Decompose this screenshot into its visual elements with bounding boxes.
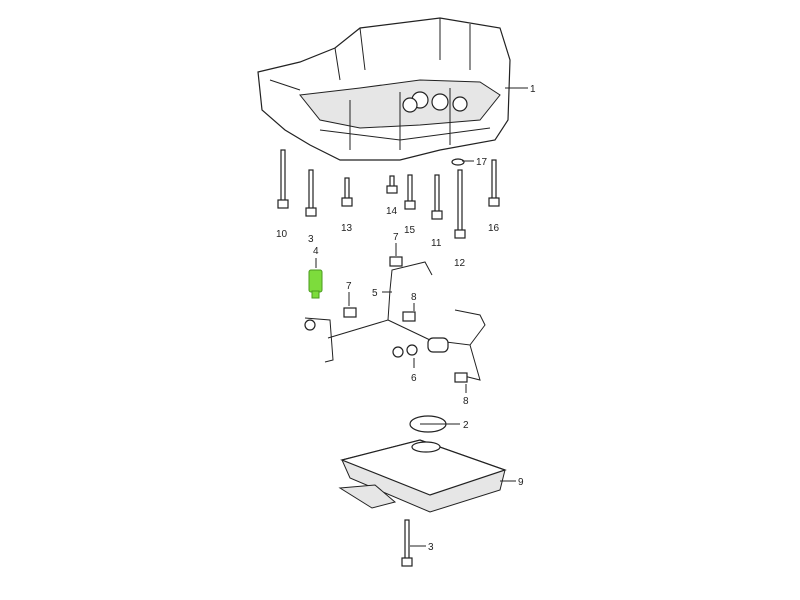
- callout-7-lower[interactable]: 7: [346, 281, 352, 292]
- bolt-3-lower[interactable]: [401, 519, 413, 567]
- callout-14[interactable]: 14: [386, 206, 398, 217]
- callout-5[interactable]: 5: [372, 288, 378, 299]
- callout-1[interactable]: 1: [530, 84, 536, 95]
- bolt-3[interactable]: [305, 169, 317, 217]
- callout-2[interactable]: 2: [463, 420, 469, 431]
- bolt-13[interactable]: [341, 177, 353, 207]
- bolt-11[interactable]: [431, 174, 443, 220]
- callout-7-upper[interactable]: 7: [393, 232, 399, 243]
- callout-16[interactable]: 16: [488, 223, 500, 234]
- callout-9[interactable]: 9: [518, 477, 524, 488]
- callout-8-upper[interactable]: 8: [411, 292, 417, 303]
- valve-body-part-1[interactable]: [257, 17, 511, 161]
- clip-7a[interactable]: [389, 256, 403, 267]
- callout-4[interactable]: 4: [313, 246, 319, 257]
- callout-12[interactable]: 12: [454, 258, 466, 269]
- callout-10[interactable]: 10: [276, 229, 288, 240]
- callout-3[interactable]: 3: [308, 234, 314, 245]
- bolt-12[interactable]: [454, 169, 466, 239]
- bolt-14[interactable]: [386, 175, 398, 194]
- clip-8a[interactable]: [402, 311, 416, 322]
- clip-8b[interactable]: [454, 372, 468, 383]
- clip-7b[interactable]: [343, 307, 357, 318]
- bolt-10[interactable]: [277, 149, 289, 209]
- callout-8-lower[interactable]: 8: [463, 396, 469, 407]
- callout-17[interactable]: 17: [476, 157, 488, 168]
- bolts: [277, 149, 500, 239]
- clips: [343, 256, 468, 383]
- callout-6[interactable]: 6: [411, 373, 417, 384]
- bolt-16[interactable]: [488, 159, 500, 207]
- callout-11[interactable]: 11: [431, 238, 442, 249]
- callout-15[interactable]: 15: [404, 225, 416, 236]
- callout-3-lower[interactable]: 3: [428, 542, 434, 553]
- highlighted-part-4[interactable]: [308, 269, 323, 299]
- callout-13[interactable]: 13: [341, 223, 353, 234]
- filter-part-9[interactable]: [338, 439, 507, 513]
- wiring-harness-part-5[interactable]: [304, 261, 486, 381]
- connector-part-6[interactable]: [392, 337, 449, 358]
- washer-17[interactable]: [451, 158, 465, 166]
- bolt-15[interactable]: [404, 174, 416, 210]
